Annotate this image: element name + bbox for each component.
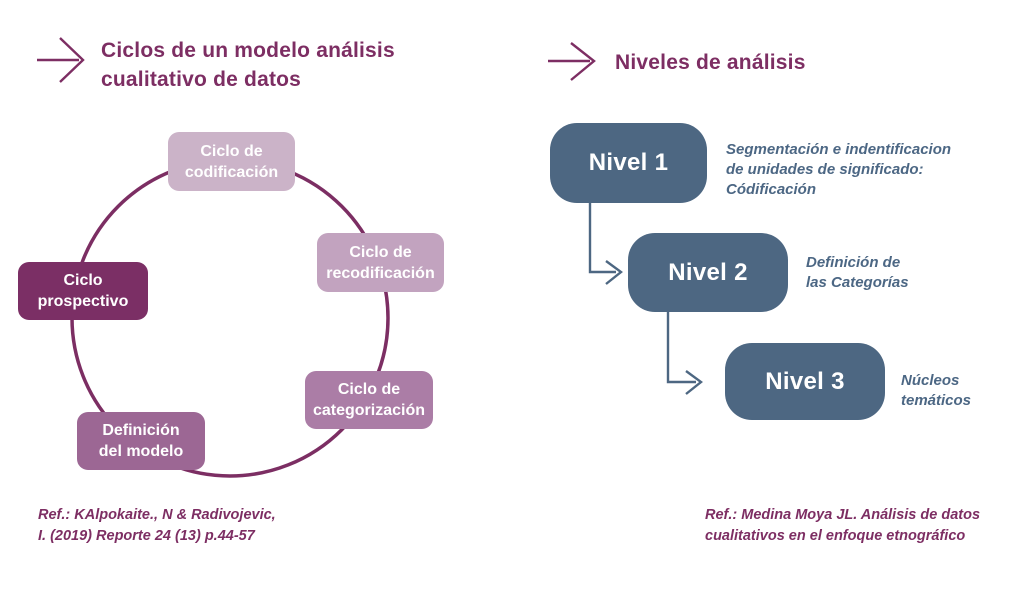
cycle-box-definicion: Definición del modelo (77, 412, 205, 470)
right-reference-text: Ref.: Medina Moya JL. Análisis de datos … (705, 507, 981, 544)
nivel-1-annotation: Segmentación e indentificacion de unidad… (726, 141, 952, 198)
left-section-title: Ciclos de un modelo análisis cualitativo… (101, 39, 395, 91)
nivel-1-box: Nivel 1 (550, 123, 707, 203)
cycle-box-codificacion: Ciclo de codificación (168, 132, 295, 191)
left-reference-text: Ref.: KAlpokaite., N & Radivojevic, I. (… (38, 507, 276, 544)
nivel-2-box: Nivel 2 (628, 233, 788, 312)
arrow-nivel1-to-nivel2-icon (588, 203, 623, 285)
nivel-3-annotation: Núcleos temáticos (901, 372, 972, 409)
left-title-arrow-icon (37, 37, 85, 83)
nivel-2-annotation: Definición de las Categorías (806, 254, 909, 291)
right-title-arrow-icon (548, 42, 596, 81)
right-section-title: Niveles de análisis (615, 51, 806, 74)
nivel-3-box: Nivel 3 (725, 343, 885, 420)
cycle-box-recodificacion: Ciclo de recodificación (317, 233, 444, 292)
arrow-nivel2-to-nivel3-icon (666, 312, 703, 395)
cycle-box-prospectivo: Ciclo prospectivo (18, 262, 148, 320)
cycle-box-categorizacion: Ciclo de categorización (305, 371, 433, 429)
